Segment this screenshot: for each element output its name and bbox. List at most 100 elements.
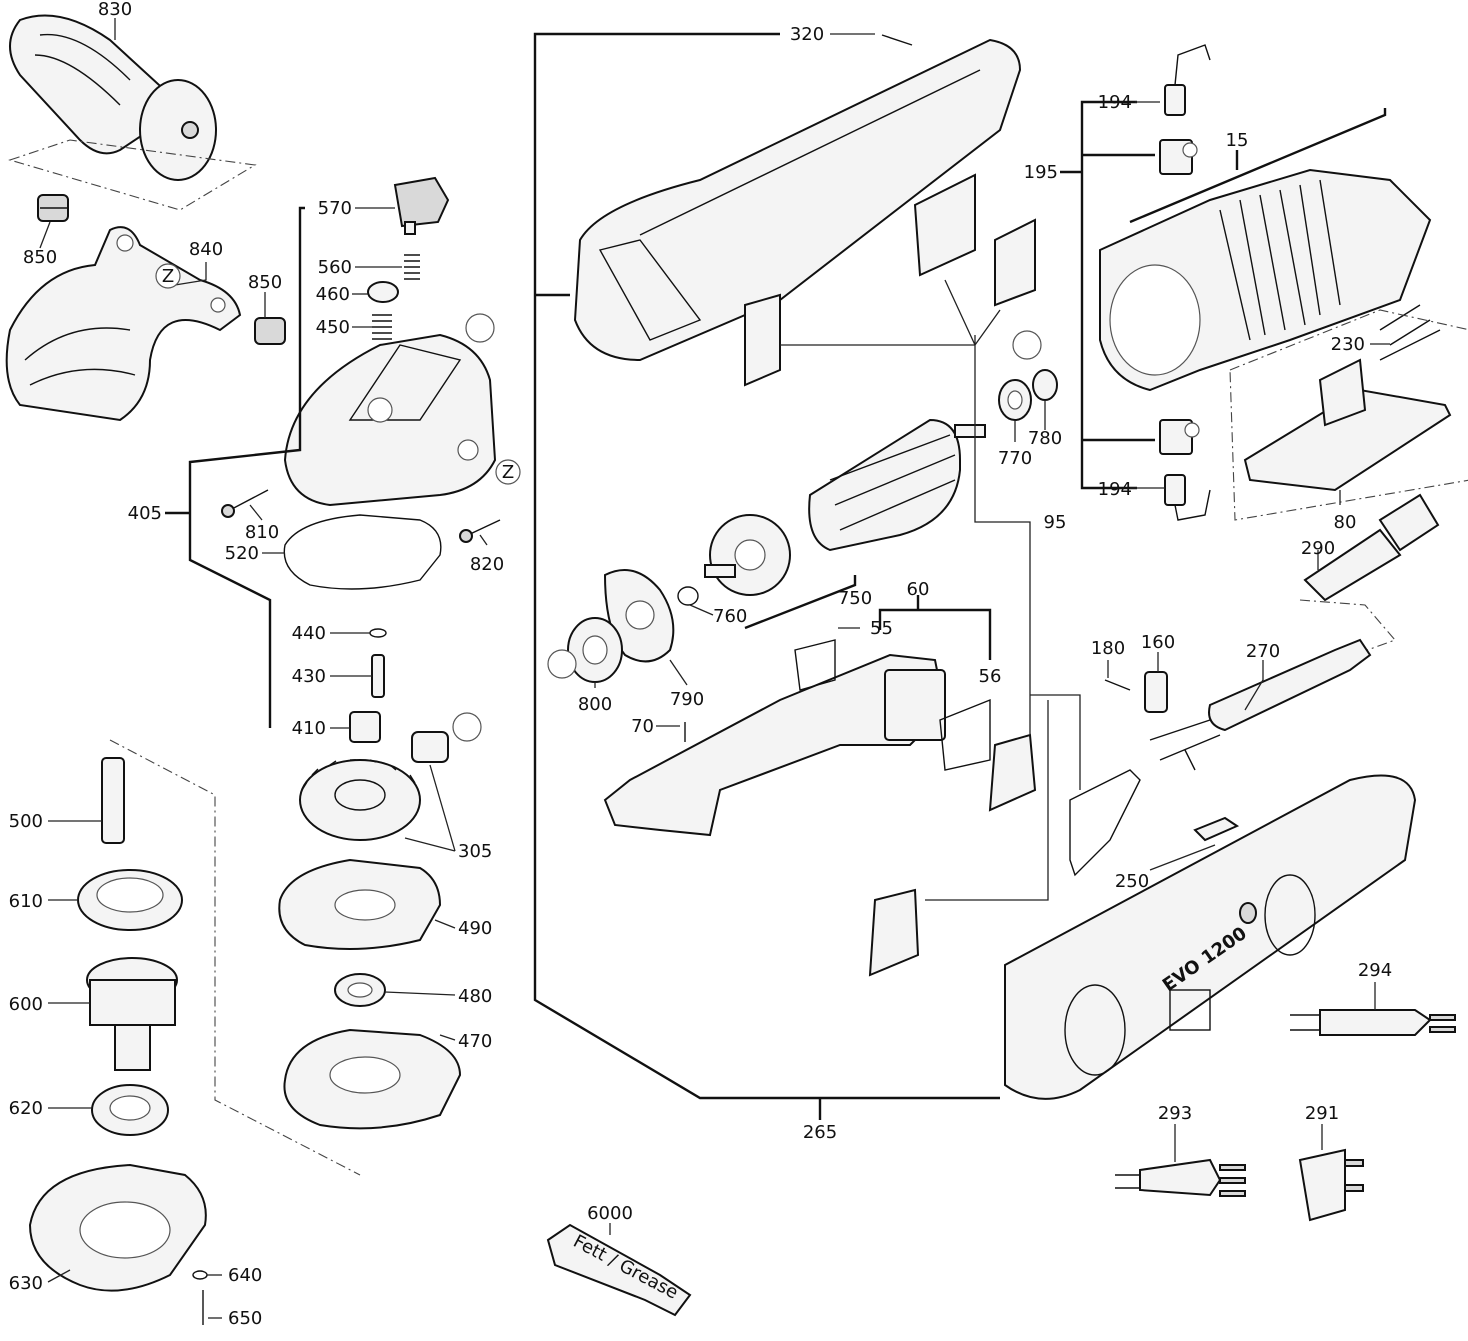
washer-icon-640 bbox=[192, 1270, 208, 1280]
handle-frame-icon-60 bbox=[603, 639, 991, 837]
ball-bearing-icon-480 bbox=[334, 973, 386, 1007]
leader-95 bbox=[780, 279, 1081, 901]
carbon-brush-icon-194b bbox=[1164, 474, 1211, 521]
label-820: 820 bbox=[470, 554, 504, 575]
cable-with-plug-icon-270 bbox=[1149, 638, 1372, 771]
bearing-icon-780 bbox=[1032, 369, 1058, 401]
gasket-icon-520 bbox=[283, 514, 442, 590]
bearing-flange-icon-470 bbox=[283, 1028, 462, 1130]
label-60: 60 bbox=[907, 579, 930, 600]
label-480: 480 bbox=[458, 986, 492, 1007]
leader-lines bbox=[39, 18, 1390, 1319]
cap-screw-icon-850a bbox=[37, 194, 69, 222]
support-handle-icon bbox=[9, 14, 217, 181]
detail-marker-circle bbox=[452, 712, 482, 742]
uk-plug-icon-291 bbox=[1298, 1148, 1364, 1222]
label-265: 265 bbox=[803, 1122, 837, 1143]
label-640: 640 bbox=[228, 1265, 262, 1286]
grease-tube-icon-6000 bbox=[546, 1223, 692, 1317]
label-840: 840 bbox=[189, 239, 223, 260]
bracket-265 bbox=[533, 32, 1000, 1100]
o-ring-icon-440 bbox=[369, 628, 387, 638]
brush-holder-icon-195a bbox=[1159, 139, 1198, 175]
motor-housing-icon-265 bbox=[1004, 774, 1417, 1100]
spindle-dash-box bbox=[109, 739, 361, 1176]
bearing-plate-icon-490 bbox=[278, 858, 442, 950]
label-440: 440 bbox=[292, 623, 326, 644]
detail-marker-circle bbox=[547, 649, 577, 679]
label-470: 470 bbox=[458, 1031, 492, 1052]
label-850b: 850 bbox=[248, 272, 282, 293]
bearing-housing-icon-600 bbox=[86, 957, 178, 1071]
label-560: 560 bbox=[318, 257, 352, 278]
guard-icon bbox=[5, 226, 242, 422]
spring-clip-icon-230 bbox=[1379, 304, 1441, 361]
bevel-gear-icon-305 bbox=[299, 759, 421, 841]
label-56: 56 bbox=[979, 666, 1002, 687]
detail-marker-circle bbox=[1012, 330, 1042, 360]
electronics-module-icon-80 bbox=[1243, 358, 1452, 492]
carbon-brush-icon-194a bbox=[1164, 44, 1211, 116]
label-650: 650 bbox=[228, 1308, 262, 1329]
label-620: 620 bbox=[9, 1098, 43, 1119]
ball-bearing-icon-800 bbox=[567, 617, 623, 683]
screw-icon-820 bbox=[459, 519, 501, 543]
base-plate-icon-630 bbox=[28, 1163, 207, 1292]
label-250: 250 bbox=[1115, 871, 1149, 892]
brush-holder-icon-195b bbox=[1159, 419, 1200, 455]
label-293: 293 bbox=[1158, 1103, 1192, 1124]
label-195: 195 bbox=[1024, 162, 1058, 183]
label-291: 291 bbox=[1305, 1103, 1339, 1124]
bracket-195-mid bbox=[1060, 153, 1155, 442]
bracket-265-tick bbox=[535, 293, 822, 1120]
cable-clamp-icon-160 bbox=[1144, 671, 1168, 713]
switch-slider-icon bbox=[744, 173, 1036, 387]
label-780: 780 bbox=[1028, 428, 1062, 449]
z-marker-1: Z bbox=[162, 266, 174, 287]
swiss-plug-icon-293 bbox=[1115, 1158, 1246, 1197]
pin-icon-430 bbox=[371, 654, 385, 698]
label-410: 410 bbox=[292, 718, 326, 739]
label-750: 750 bbox=[838, 588, 872, 609]
housing-shell-icon bbox=[573, 38, 1022, 362]
label-194b: 194 bbox=[1098, 479, 1132, 500]
label-305: 305 bbox=[458, 841, 492, 862]
cover-icon-bottom bbox=[868, 888, 920, 977]
label-430: 430 bbox=[292, 666, 326, 687]
label-290: 290 bbox=[1301, 538, 1335, 559]
spring-icon-450 bbox=[372, 314, 392, 340]
label-490: 490 bbox=[458, 918, 492, 939]
screw-icon-180 bbox=[1104, 679, 1131, 691]
bracket-15 bbox=[1129, 108, 1387, 224]
handle-dash-box bbox=[8, 139, 257, 211]
label-230: 230 bbox=[1331, 334, 1365, 355]
label-180: 180 bbox=[1091, 638, 1125, 659]
label-6000: 6000 bbox=[587, 1203, 633, 1224]
detail-marker-circle bbox=[465, 313, 495, 343]
label-15: 15 bbox=[1226, 130, 1249, 151]
label-610: 610 bbox=[9, 891, 43, 912]
switch-button-icon-250 bbox=[1193, 816, 1240, 842]
z-marker-2: Z bbox=[502, 462, 514, 483]
label-450: 450 bbox=[316, 317, 350, 338]
handle-frame-icon-right bbox=[1069, 769, 1141, 877]
field-coil-icon-15 bbox=[1099, 168, 1432, 392]
label-520: 520 bbox=[225, 543, 259, 564]
label-294: 294 bbox=[1358, 960, 1392, 981]
ball-bearing-icon-770 bbox=[998, 379, 1032, 421]
label-570: 570 bbox=[318, 198, 352, 219]
label-270: 270 bbox=[1246, 641, 1280, 662]
label-770: 770 bbox=[998, 448, 1032, 469]
part-labels: 830 850 840 850 570 560 460 450 405 810 … bbox=[9, 0, 1393, 1329]
armature-icon-750 bbox=[704, 418, 986, 596]
gear-housing-icon bbox=[283, 333, 497, 507]
electronics-dash-box bbox=[1229, 309, 1468, 521]
label-630: 630 bbox=[9, 1273, 43, 1294]
spindle-icon-500 bbox=[101, 757, 125, 844]
z-marker-circle-2 bbox=[495, 459, 521, 485]
o-ring-icon-760 bbox=[677, 586, 699, 606]
label-830: 830 bbox=[98, 0, 132, 20]
label-55: 55 bbox=[870, 618, 893, 639]
